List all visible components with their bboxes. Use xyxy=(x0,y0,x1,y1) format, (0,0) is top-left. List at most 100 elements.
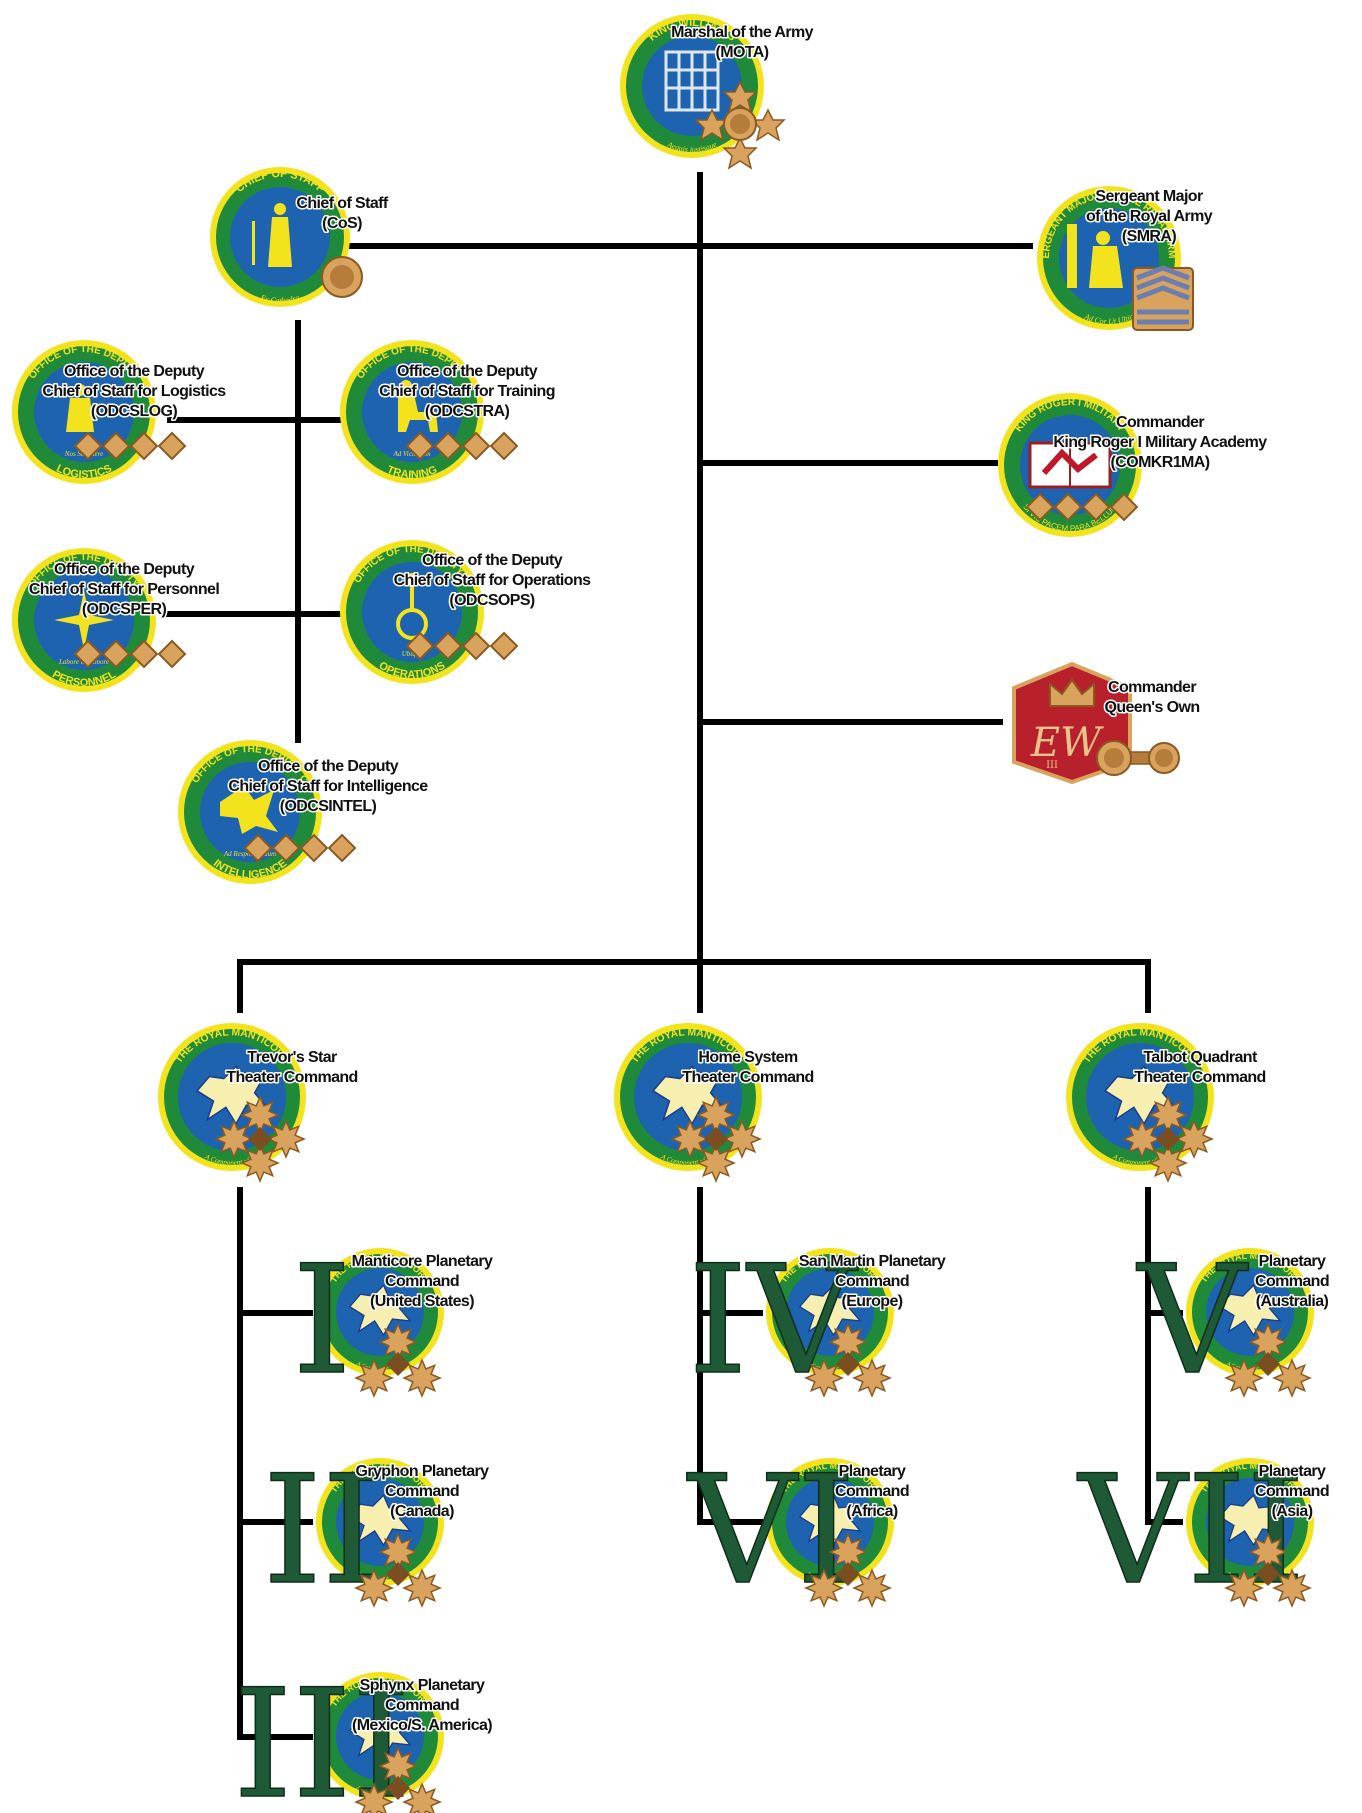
general-rank-stars-icon xyxy=(354,1532,442,1608)
mota-label-line-2: (MOTA) xyxy=(716,44,769,61)
colonel-rank-diamonds-icon xyxy=(73,639,187,669)
cos-label-line-1: Chief of Staff xyxy=(296,195,388,212)
colonel-rank-diamonds-icon xyxy=(1025,492,1139,522)
cos-label-line-2: (CoS) xyxy=(322,215,362,232)
colonel-rank-diamonds-icon xyxy=(73,431,187,461)
planetary-4-label-line-1: San Martin Planetary xyxy=(799,1253,946,1270)
smra-label-line-3: (SMRA) xyxy=(1122,228,1176,245)
seal-motto-latin: Ubique xyxy=(402,650,423,658)
planetary-4-label-line-3: (Europe) xyxy=(842,1293,903,1310)
general-rank-stars-icon xyxy=(1122,1095,1214,1183)
planetary-3-label-line-3: (Mexico/S. America) xyxy=(352,1717,492,1734)
general-rank-stars-icon xyxy=(804,1322,892,1398)
planetary-1-label-line-2: Command xyxy=(385,1273,459,1290)
smra-node: SERGEANT MAJOR OF THE ROYAL ARMY Ad Cor … xyxy=(1037,186,1215,331)
mota-label-line-1: Marshal of the Army xyxy=(671,24,814,41)
general-rank-stars-icon xyxy=(1224,1532,1312,1608)
colonel-rank-diamonds-icon xyxy=(405,431,519,461)
general-rank-stars-icon xyxy=(670,1095,762,1183)
comkr1ma-label-line-1: Commander xyxy=(1116,414,1204,431)
planetary-numeral: III xyxy=(233,1658,411,1813)
seal-motto-bottom: Ex Cathedra xyxy=(259,293,301,305)
odcsper-node: OFFICE OF THE DEPUTY PERSONNEL Labore & … xyxy=(12,548,221,692)
planetary-numeral: VII xyxy=(1077,1444,1306,1618)
planetary-7-label-line-1: Planetary xyxy=(1259,1463,1326,1480)
colonel-rank-insignia-icon xyxy=(1096,740,1180,776)
queens-own-label-line-2: Queen's Own xyxy=(1104,699,1199,716)
connector-lines xyxy=(162,172,1183,1740)
open-book-icon xyxy=(1028,441,1112,489)
lion-icon xyxy=(798,1284,862,1337)
theater-talbot-quadrant-label-line-2: Theater Command xyxy=(1134,1069,1265,1086)
colonel-rank-diamonds-icon xyxy=(405,631,519,661)
odcsops-label-line-2: Chief of Staff for Operations xyxy=(394,572,592,589)
queens-own-numeral: III xyxy=(1046,760,1058,771)
wheel-figure-icon xyxy=(396,573,428,640)
odcsops-label-line-1: Office of the Deputy xyxy=(422,552,563,569)
seal-motto-latin: Ad Victoriam xyxy=(392,450,430,458)
general-rank-insignia-icon xyxy=(321,256,363,298)
soldier-figure-icon xyxy=(1067,224,1123,288)
odcstra-node: OFFICE OF THE DEPUTY TRAINING Ad Victori… xyxy=(340,340,557,484)
odcsper-label-line-2: Chief of Staff for Personnel xyxy=(29,581,219,598)
comkr1ma-node: KING ROGER I MILITARY SI VIS PACEM PARA … xyxy=(998,393,1269,537)
theater-trevors-star-label-line-2: Theater Command xyxy=(226,1069,357,1086)
sergeant-major-chevrons-icon xyxy=(1132,265,1194,331)
odcstra-label-line-3: (ODCSTRA) xyxy=(425,403,510,420)
odcslog-label-line-2: Chief of Staff for Logistics xyxy=(42,383,226,400)
odcsops-node: OFFICE OF THE DEPUTY C OPERATIONS Ubique… xyxy=(340,540,593,684)
planetary-5-label-line-2: Command xyxy=(835,1483,909,1500)
planetary-5-label-line-3: (Africa) xyxy=(846,1503,897,1520)
general-rank-stars-icon xyxy=(354,1746,442,1813)
mota-node: KING WILLIAM'S Aequis iustisque Marshal … xyxy=(620,14,816,170)
lion-icon xyxy=(798,1494,862,1547)
connector-home-branch xyxy=(697,1187,763,1525)
comkr1ma-label-line-3: (COMKR1MA) xyxy=(1111,454,1210,471)
griffin-icon xyxy=(220,786,278,834)
comkr1ma-label-line-2: King Roger I Military Academy xyxy=(1053,434,1267,451)
lion-icon xyxy=(348,1284,412,1337)
seal-branch-name: TRAINING xyxy=(385,464,439,481)
colonel-rank-diamonds-icon xyxy=(243,833,357,863)
odcslog-label-line-3: (ODCSLOG) xyxy=(91,403,177,420)
planetary-7-label-line-2: Command xyxy=(1255,1483,1329,1500)
seal-branch-name: LOGISTICS xyxy=(54,463,114,481)
figure-icon xyxy=(66,384,94,432)
theater-talbot-quadrant-label-line-1: Talbot Quadrant xyxy=(1143,1049,1258,1066)
general-rank-stars-icon xyxy=(354,1322,442,1398)
planetary-7-label-line-3: (Asia) xyxy=(1272,1503,1313,1520)
planetary-2-label-line-3: (Canada) xyxy=(390,1503,454,1520)
odcsintel-label-line-3: (ODCSINTEL) xyxy=(280,798,377,815)
seal-motto-latin: Ad Respondendum xyxy=(223,850,276,858)
general-rank-stars-icon xyxy=(1224,1322,1312,1398)
planetary-6-label-line-3: (Australia) xyxy=(1256,1293,1329,1310)
planetary-1-label-line-3: (United States) xyxy=(370,1293,474,1310)
queens-own-monogram: EW xyxy=(1030,720,1104,766)
smra-label-line-2: of the Royal Army xyxy=(1086,208,1213,225)
centaur-icon xyxy=(398,380,438,432)
smra-label-line-1: Sergeant Major xyxy=(1095,188,1203,205)
odcslog-node: OFFICE OF THE DEPUTY LOGISTICS Nos Susti… xyxy=(12,340,228,484)
connector-talbot-branch xyxy=(1145,1187,1183,1525)
odcsintel-node: OFFICE OF THE DEPUTY C INTELLIGENCE Ad R… xyxy=(178,740,430,884)
planetary-1-label-line-1: Manticore Planetary xyxy=(352,1253,493,1270)
planetary-2-label-line-1: Gryphon Planetary xyxy=(356,1463,490,1480)
statue-figure-icon xyxy=(252,203,292,267)
theater-home-system-label-line-1: Home System xyxy=(698,1049,798,1066)
theater-trevors-star-label-line-1: Trevor's Star xyxy=(247,1049,337,1066)
theater-home-system-label-line-2: Theater Command xyxy=(682,1069,813,1086)
cos-node: CHIEF OF STAFF Ex Cathedra Chief of Staf… xyxy=(210,167,391,307)
svg-text:TRAINING: TRAINING xyxy=(385,464,439,481)
svg-text:LOGISTICS: LOGISTICS xyxy=(54,463,114,481)
